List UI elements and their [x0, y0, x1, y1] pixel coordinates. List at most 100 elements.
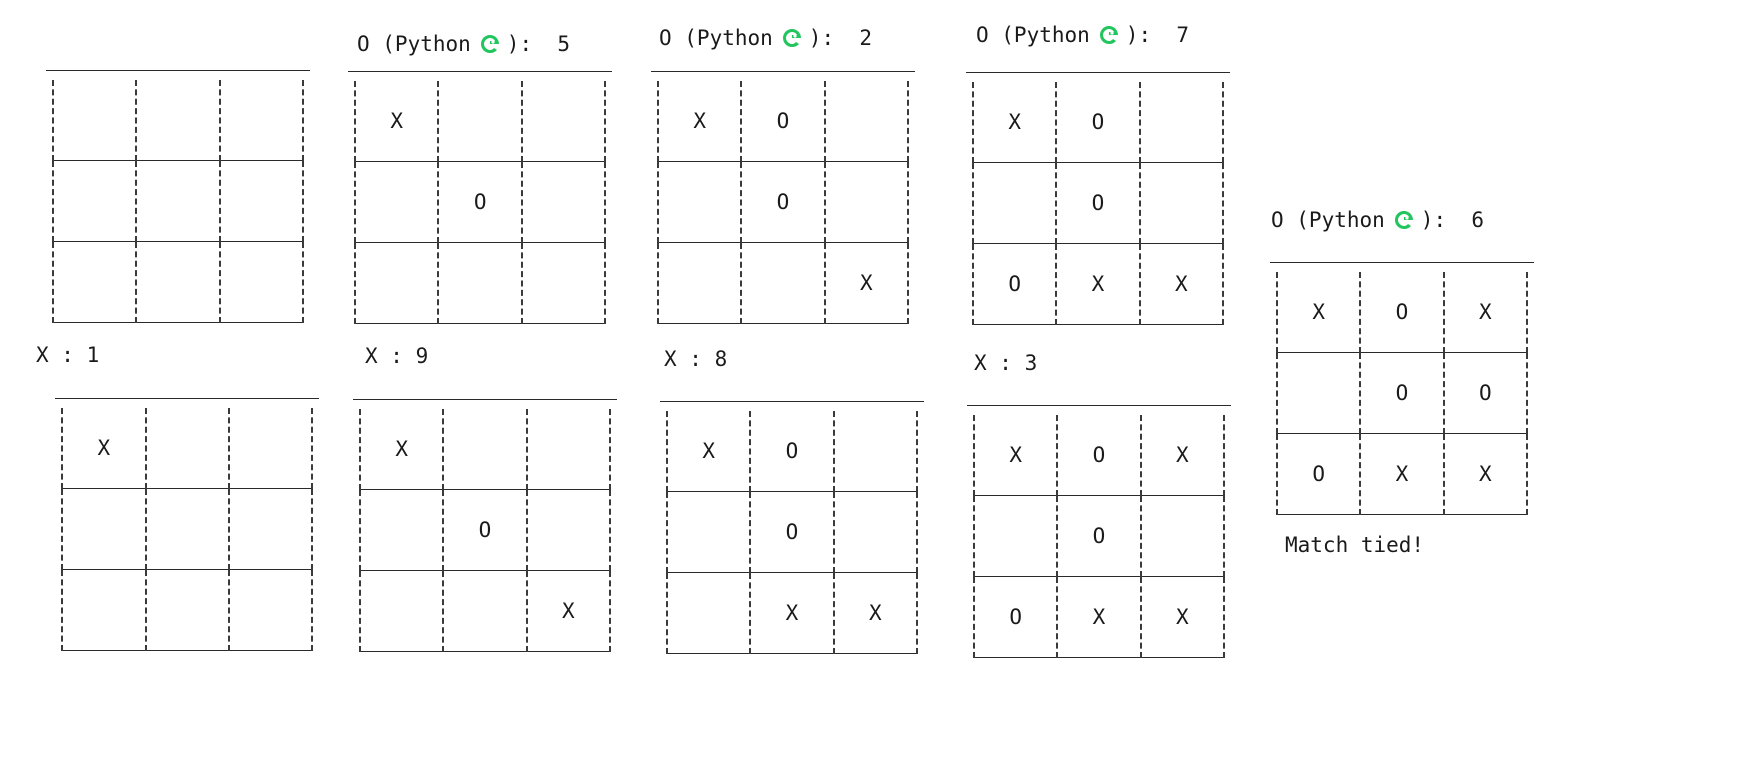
board-grid: X [61, 408, 314, 651]
board-cell-1: X [61, 408, 146, 489]
board-cell-4 [358, 489, 444, 571]
board-cell-7 [51, 241, 137, 323]
board-cell-9 [227, 569, 314, 651]
board-cell-1 [51, 80, 137, 161]
board-row: X [358, 409, 612, 490]
match-result-text: Match tied! [1285, 533, 1425, 557]
board-cell-3: X [1442, 272, 1529, 353]
python-snake-icon [480, 35, 499, 53]
label-suffix: ): 2 [808, 25, 873, 50]
board-row [61, 569, 314, 651]
board-cell-3 [525, 409, 612, 490]
board-cell-7 [61, 569, 146, 651]
board-cell-6 [525, 489, 612, 571]
board-row [51, 160, 305, 242]
board-cell-4 [353, 161, 439, 243]
board-cell-1: X [665, 411, 751, 492]
board-cell-8: X [1056, 576, 1141, 658]
board-top-line [966, 72, 1230, 73]
board-cell-9: X [1138, 243, 1225, 325]
board-cell-1: X [358, 409, 444, 490]
board-cell-9: X [525, 570, 612, 652]
board-cell-8 [442, 570, 527, 652]
board-cell-4 [61, 488, 146, 570]
move-label-x-8: X : 8 [664, 347, 728, 371]
move-label-x-9: X : 9 [365, 344, 429, 368]
python-snake-icon [782, 29, 801, 47]
board-cell-7 [656, 242, 742, 324]
board-cell-3: X [1139, 415, 1226, 496]
board-cell-5: O [437, 161, 522, 243]
board-cell-4 [51, 160, 137, 242]
board-cell-8 [740, 242, 825, 324]
board-cell-6 [1138, 162, 1225, 244]
label-suffix: ): 7 [1125, 22, 1190, 47]
board-cell-7: O [1275, 433, 1361, 515]
board-after-x-1: X [55, 398, 319, 651]
board-row: O [665, 491, 919, 573]
board-cell-5 [144, 488, 229, 570]
board-cell-2 [442, 409, 527, 490]
board-cell-1: X [353, 81, 439, 162]
board-cell-6: O [1442, 352, 1529, 434]
board-cell-1: X [656, 81, 742, 162]
board-cell-5: O [1055, 162, 1140, 244]
board-cell-2 [135, 80, 220, 161]
board-top-line [55, 398, 319, 399]
board-cell-8: X [749, 572, 834, 654]
board-row [51, 80, 305, 161]
move-label-x-1: X : 1 [36, 343, 100, 367]
board-top-line [46, 70, 310, 71]
board-cell-2: O [1055, 82, 1140, 163]
board-cell-9: X [832, 572, 919, 654]
board-row: X [61, 408, 314, 489]
board-cell-2: O [1359, 272, 1444, 353]
board-cell-7: O [972, 576, 1058, 658]
board-cell-4 [1275, 352, 1361, 434]
board-cell-8: X [1359, 433, 1444, 515]
board-cell-5: O [1056, 495, 1141, 577]
board-cell-3 [823, 81, 910, 162]
label-prefix: O (Python [357, 31, 471, 56]
label-prefix: O (Python [976, 22, 1090, 47]
board-cell-4 [656, 161, 742, 243]
board-row: O [656, 161, 910, 243]
board-cell-3 [1138, 82, 1225, 163]
label-suffix: ): 5 [506, 31, 571, 56]
board-cell-9: X [1139, 576, 1226, 658]
board-cell-8 [135, 241, 220, 323]
board-cell-6 [218, 160, 305, 242]
label-prefix: O (Python [1271, 207, 1385, 232]
board-cell-6 [227, 488, 314, 570]
board-cell-2 [437, 81, 522, 162]
board-row [51, 241, 305, 323]
board-cell-2: O [749, 411, 834, 492]
board-row: O [358, 489, 612, 571]
board-row: X [353, 81, 607, 162]
move-label-x-3: X : 3 [974, 351, 1038, 375]
board-cell-2: O [1056, 415, 1141, 496]
board-top-line [348, 71, 612, 72]
board-row [353, 242, 607, 324]
board-cell-9: X [1442, 433, 1529, 515]
board-cell-6 [823, 161, 910, 243]
board-cell-1: X [1275, 272, 1361, 353]
board-top-line [660, 401, 924, 402]
board-cell-6 [1139, 495, 1226, 577]
label-suffix: ): 6 [1420, 207, 1485, 232]
